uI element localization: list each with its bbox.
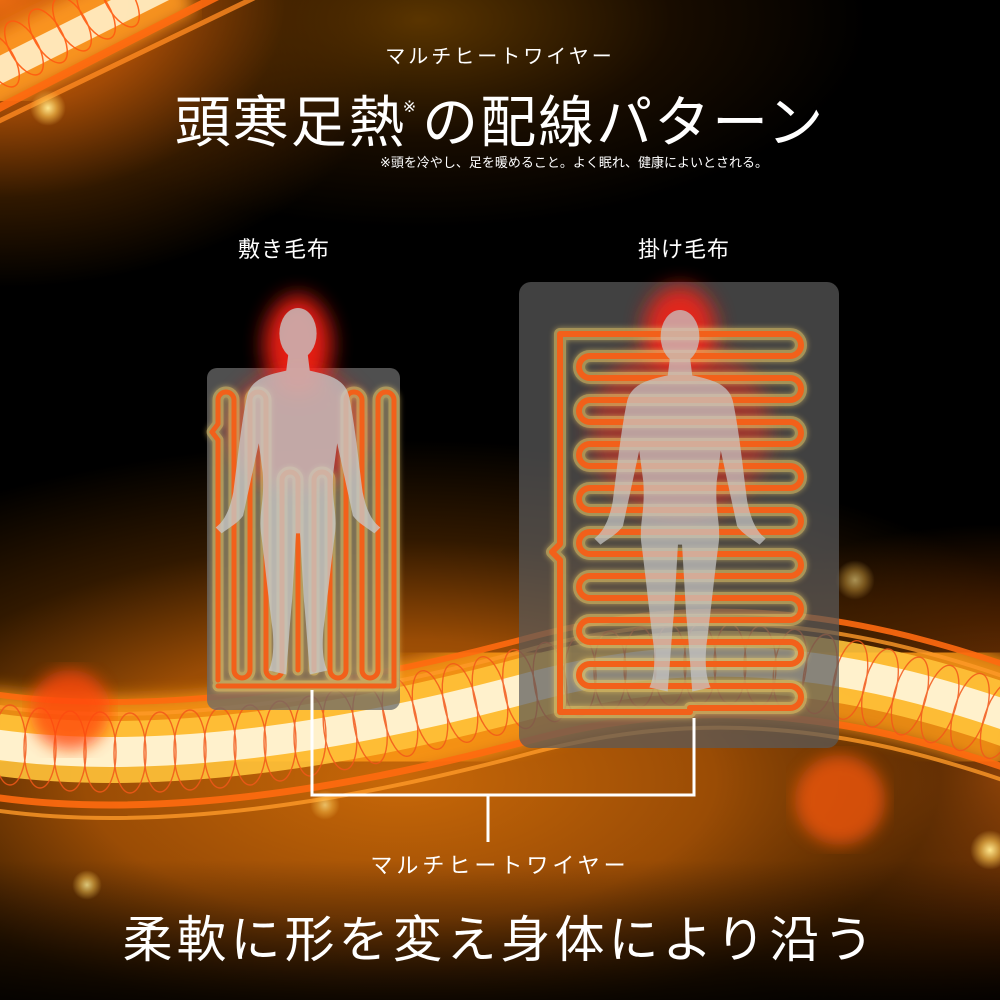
footnote: ※頭を冷やし、足を暖めること。よく眠れ、健康によいとされる。: [380, 156, 769, 171]
label-shiki-mofu: 敷き毛布: [238, 238, 331, 263]
title-suffix: の配線パターン: [422, 91, 826, 156]
title-main: 頭寒足熱: [174, 91, 407, 156]
horizontal-heating-wire: [549, 331, 804, 715]
label-kake-mofu: 掛け毛布: [638, 238, 731, 263]
bottom-tagline: 柔軟に形を変え身体により沿う: [122, 911, 878, 969]
connector-label: マルチヒートワイヤー: [370, 854, 630, 879]
kake-mofu-panel: [519, 282, 839, 748]
top-left-coil-band: [0, 0, 256, 124]
bottom-fade: [0, 860, 1000, 1000]
sparkle-light: [30, 90, 66, 126]
shiki-mofu-panel: [206, 295, 400, 710]
sparkle-light: [835, 560, 875, 600]
subtitle-top: マルチヒートワイヤー: [385, 44, 615, 68]
connector-bracket: [310, 690, 696, 842]
page-title: 頭寒足熱※の配線パターン: [0, 78, 1000, 159]
title-footnote-mark: ※: [402, 97, 419, 116]
